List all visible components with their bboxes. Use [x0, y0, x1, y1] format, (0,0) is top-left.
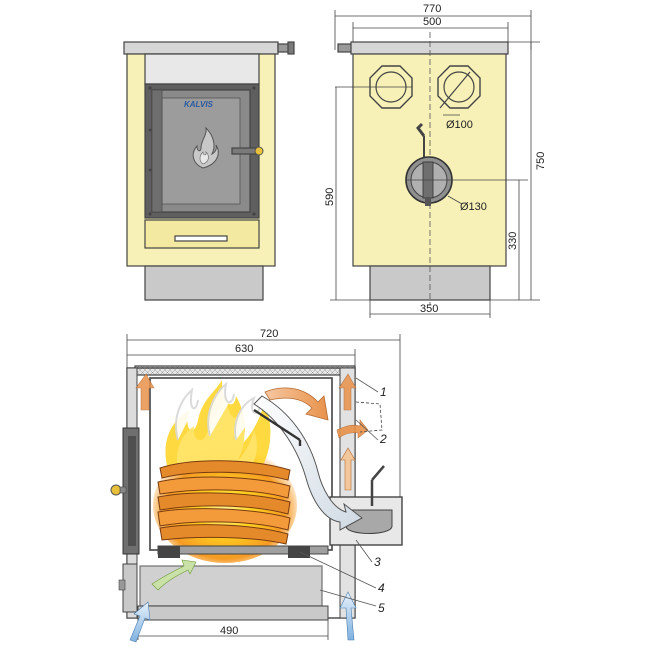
brand-logo: KALVIS	[184, 100, 214, 109]
callouts: 1 2 3 4 5	[299, 377, 387, 615]
section-view: 720 630	[110, 328, 403, 643]
dim-330-label: 330	[507, 232, 519, 250]
smoke-flow-arrow	[253, 395, 363, 531]
dim-750-label: 750	[535, 152, 547, 170]
grate-support-right	[288, 546, 310, 558]
dim-d100-label: Ø100	[446, 119, 473, 131]
grate-support-left	[158, 546, 180, 558]
dim-630-label: 630	[235, 343, 253, 355]
side-lever	[416, 122, 426, 137]
hot-air-arrow-riser	[340, 447, 356, 491]
section-vent-dashed	[355, 401, 383, 433]
hot-air-arrow-left	[135, 373, 155, 411]
flue-outlet-left	[335, 65, 413, 109]
front-door-knob	[254, 146, 264, 156]
hot-air-arrow-mid	[336, 419, 369, 439]
front-door-rivets	[148, 86, 256, 216]
callout-3: 3	[374, 555, 381, 569]
front-plinth	[144, 265, 264, 301]
front-flame-inner	[199, 151, 209, 165]
d130-leader	[447, 195, 463, 205]
front-flame-icon	[192, 126, 219, 169]
callout-2: 2	[379, 432, 387, 446]
side-knob	[337, 43, 353, 53]
callout-4: 4	[378, 581, 385, 595]
section-door-knob-stem	[119, 486, 127, 494]
section-ash-pan	[139, 565, 323, 607]
dim-770-label: 770	[423, 3, 441, 15]
cold-air-arrow-left	[129, 601, 151, 643]
front-top-plate	[123, 41, 279, 55]
cold-air-arrow-right	[339, 591, 357, 641]
front-upper-panel	[144, 53, 260, 85]
primary-air-arrow	[151, 559, 197, 591]
dim-500-label: 500	[423, 16, 441, 28]
flue-outlet-right	[437, 65, 481, 109]
front-ash-drawer-handle	[174, 235, 228, 242]
section-base	[137, 605, 329, 621]
firewood-logs	[157, 460, 291, 545]
dim-350-label: 350	[420, 303, 438, 315]
callout-5: 5	[378, 601, 385, 615]
section-ash-door-handle	[118, 579, 126, 591]
flue-right-leader	[439, 71, 471, 109]
front-top-knob-cap	[287, 41, 295, 55]
front-view: KALVIS	[123, 41, 295, 301]
flames	[165, 380, 271, 470]
section-baffle	[253, 408, 301, 442]
section-flue-lever-top	[371, 465, 385, 481]
callout-1: 1	[380, 385, 387, 399]
dim-d130-label: Ø130	[460, 201, 487, 213]
section-door-glass	[128, 436, 136, 546]
dim-490-label: 490	[220, 625, 238, 637]
side-view: 770 500 Ø100	[324, 3, 547, 318]
dim-720-label: 720	[260, 328, 278, 340]
side-top-plate	[350, 41, 509, 55]
front-door-latch	[231, 147, 257, 155]
hot-air-arrow-top	[264, 387, 329, 421]
section-door-knob	[110, 484, 122, 496]
hot-air-arrow-right	[338, 373, 357, 411]
front-door-hinge-bar	[151, 89, 163, 213]
front-ash-drawer	[144, 219, 260, 249]
dim-590-label: 590	[324, 188, 336, 206]
